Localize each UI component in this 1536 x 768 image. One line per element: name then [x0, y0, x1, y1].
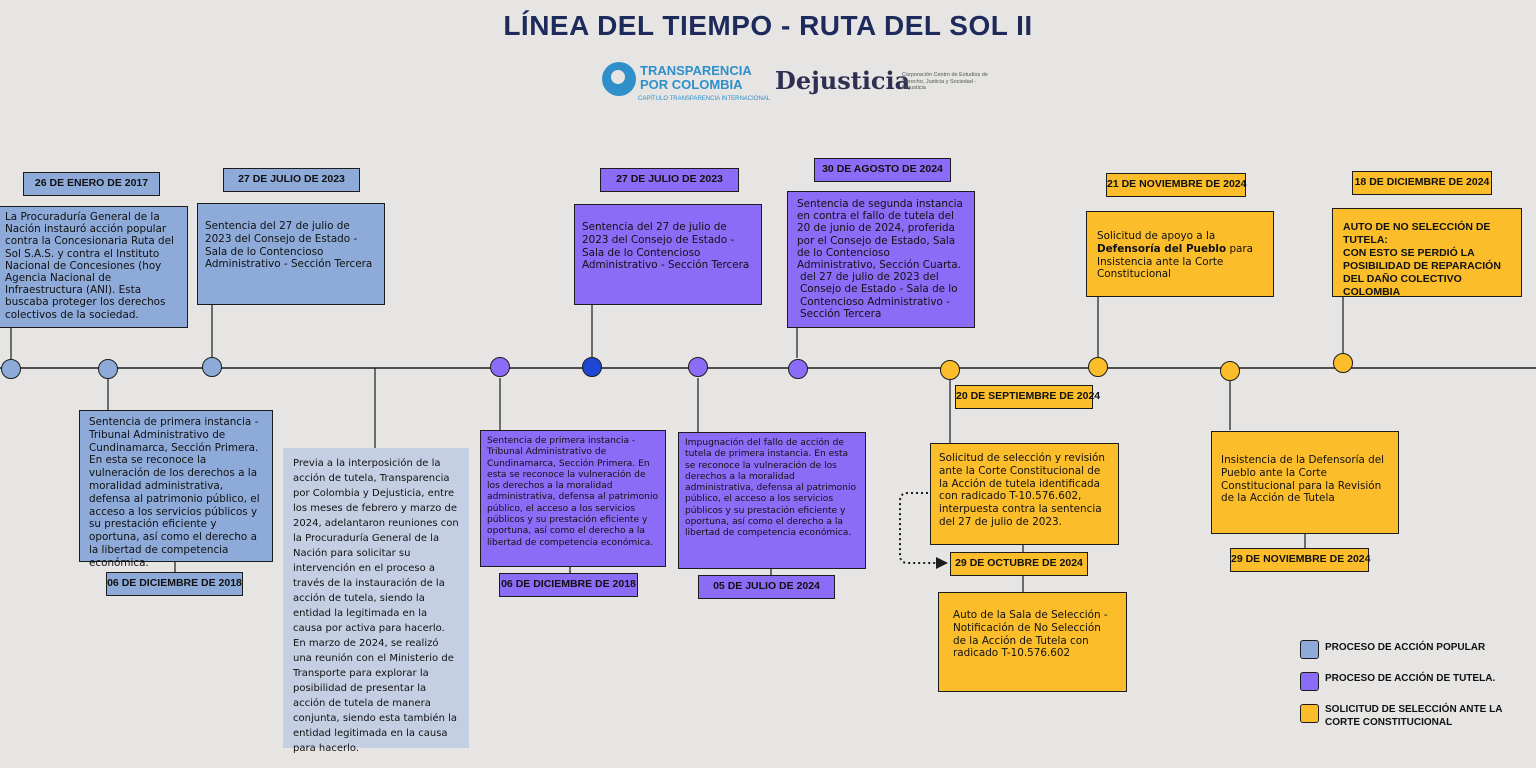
- dejusticia-logo: Dejusticia Corporación Centro de Estudio…: [775, 66, 995, 98]
- event-date-2018: 06 DE DICIEMBRE DE 2018: [106, 572, 243, 596]
- note-text-2: En marzo de 2024, se realizó una reunión…: [293, 638, 458, 754]
- legend-label-seleccion: SOLICITUD DE SELECCIÓN ANTE LA CORTE CON…: [1325, 704, 1503, 728]
- event-date-2023: 27 DE JULIO DE 2023: [223, 168, 360, 192]
- dotted-arrow-connector: [899, 492, 948, 569]
- auto-no-seleccion-line1: AUTO DE NO SELECCIÓN DE TUTELA:: [1343, 221, 1491, 246]
- seleccion-card-dic-2024: AUTO DE NO SELECCIÓN DE TUTELA: CON ESTO…: [1332, 208, 1522, 298]
- seleccion-date-nov29-2024: 29 DE NOVIEMBRE DE 2024: [1230, 548, 1370, 572]
- tutela-card-ago-text-1: Sentencia de segunda instancia en contra…: [797, 198, 963, 272]
- timeline-dot-tutela-jul-2024: [688, 357, 708, 377]
- legend-swatch-tutela: [1300, 672, 1319, 691]
- legend-swatch-seleccion: [1300, 704, 1319, 723]
- dejusticia-name: Dejusticia: [775, 66, 911, 95]
- page-title: LÍNEA DEL TIEMPO - RUTA DEL SOL II: [503, 10, 1033, 41]
- seleccion-date-oct-2024: 29 DE OCTUBRE DE 2024: [950, 552, 1088, 576]
- legend-label-tutela: PROCESO DE ACCIÓN DE TUTELA.: [1325, 673, 1496, 684]
- seleccion-card-oct-2024: Auto de la Sala de Selección - Notificac…: [938, 592, 1127, 692]
- tutela-date-2018: 06 DE DICIEMBRE DE 2018: [499, 573, 638, 597]
- seleccion-date-dic-2024: 18 DE DICIEMBRE DE 2024: [1352, 171, 1492, 195]
- event-date-2017: 26 DE ENERO DE 2017: [23, 172, 160, 196]
- timeline-dot-dic-2024: [1333, 353, 1353, 373]
- tpc-name-line1: TRANSPARENCIA: [640, 63, 752, 78]
- tutela-date-ago-2024: 30 DE AGOSTO DE 2024: [814, 158, 951, 182]
- timeline-dot-nov29-2024: [1220, 361, 1240, 381]
- tutela-card-jul-2024: Impugnación del fallo de acción de tutel…: [678, 432, 866, 569]
- note-text-1: Previa a la interposición de la acción d…: [293, 458, 459, 634]
- seleccion-card-nov21-2024: Solicitud de apoyo a la Defensoría del P…: [1086, 211, 1274, 297]
- event-card-2018: Sentencia de primera instancia - Tribuna…: [79, 410, 273, 569]
- timeline-dot-tutela-ago-2024: [788, 359, 808, 379]
- tutela-card-2018: Sentencia de primera instancia - Tribuna…: [480, 430, 666, 567]
- transparencia-logo-icon: [602, 62, 636, 96]
- seleccion-card-nov29-2024: Insistencia de la Defensoría del Pueblo …: [1211, 431, 1399, 534]
- seleccion-card-nov21-text-post: para Insistencia ante la Corte Constituc…: [1097, 242, 1254, 281]
- seleccion-date-nov21-2024: 21 DE NOVIEMBRE DE 2024: [1106, 173, 1246, 197]
- event-card-2017: La Procuraduría General de la Nación ins…: [0, 206, 188, 328]
- event-card-2023: Sentencia del 27 de julio de 2023 del Co…: [197, 203, 385, 305]
- timeline-dot-tutela-2018: [490, 357, 510, 377]
- seleccion-card-sep-2024: Solicitud de selección y revisión ante l…: [930, 443, 1119, 545]
- tpc-name-line2: POR COLOMBIA: [640, 77, 743, 92]
- timeline-dot-2018: [98, 359, 118, 379]
- dejusticia-subtitle: Corporación Centro de Estudios de Derech…: [902, 72, 988, 91]
- timeline-dot-2023: [202, 357, 222, 377]
- auto-no-seleccion-line2: CON ESTO SE PERDIÓ LA POSIBILIDAD DE REP…: [1343, 247, 1501, 298]
- seleccion-date-sep-2024: 20 DE SEPTIEMBRE DE 2024: [955, 385, 1100, 409]
- tutela-card-ago-2024: Sentencia de segunda instancia en contra…: [787, 191, 975, 328]
- timeline-dot-nov21-2024: [1088, 357, 1108, 377]
- seleccion-card-nov21-text-pre: Solicitud de apoyo a la: [1097, 230, 1216, 242]
- note-card-reuniones: Previa a la interposición de la acción d…: [283, 448, 469, 754]
- timeline-dot-tutela-2023: [582, 357, 602, 377]
- tpc-subtitle: CAPÍTULO TRANSPARENCIA INTERNACIONAL: [638, 96, 771, 102]
- tutela-card-ago-text-2: del 27 de julio de 2023 del Consejo de E…: [800, 271, 958, 320]
- legend-swatch-popular: [1300, 640, 1319, 659]
- timeline-dot-sep-2024: [940, 360, 960, 380]
- timeline-dot-2017: [1, 359, 21, 379]
- tutela-date-2023: 27 DE JULIO DE 2023: [600, 168, 739, 192]
- seleccion-card-nov21-text-bold: Defensoría del Pueblo: [1097, 242, 1227, 255]
- tutela-card-2023: Sentencia del 27 de julio de 2023 del Co…: [574, 204, 762, 305]
- tutela-date-jul-2024: 05 DE JULIO DE 2024: [698, 575, 835, 599]
- legend-label-popular: PROCESO DE ACCIÓN POPULAR: [1325, 642, 1486, 653]
